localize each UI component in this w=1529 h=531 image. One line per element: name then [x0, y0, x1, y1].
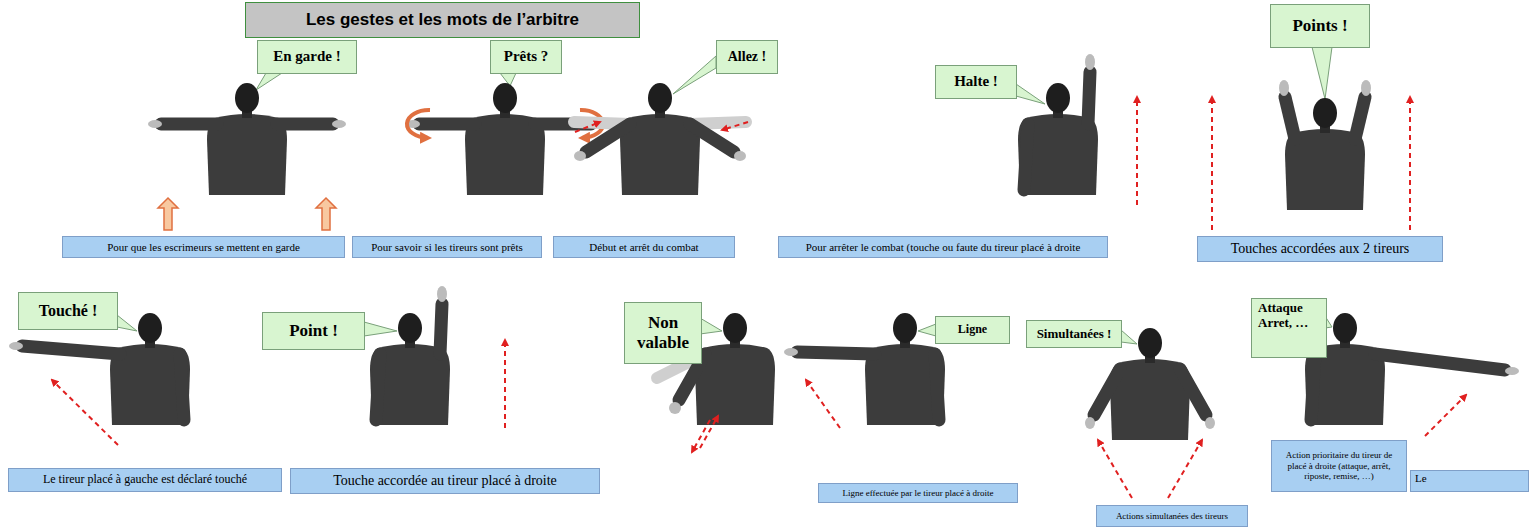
motion-arrow — [722, 122, 748, 130]
bubble-text: Attaque Arret, … — [1258, 301, 1320, 331]
caption-box: Touches accordées aux 2 tireurs — [1197, 236, 1443, 262]
caption-box: Pour arrêter le combat (touche ou faute … — [778, 236, 1108, 258]
caption-text: Action prioritaire du tireur de placé à … — [1276, 450, 1402, 481]
bubble-text: Touché ! — [39, 302, 98, 320]
caption-box: Touche accordée au tireur placé à droite — [290, 468, 600, 494]
motion-arrow — [575, 122, 600, 132]
caption-text: Le tireur placé à gauche est déclaré tou… — [43, 473, 247, 487]
speech-bubble: Touché ! — [18, 292, 118, 330]
speech-bubble: Non valable — [624, 302, 702, 364]
speech-bubble: En garde ! — [257, 40, 357, 74]
caption-text: Actions simultanées des tireurs — [1116, 511, 1228, 521]
up-arrow — [158, 198, 178, 230]
bubble-text: Non valable — [631, 313, 695, 352]
motion-arrow — [1409, 97, 1411, 230]
referee-figure — [148, 83, 346, 195]
caption-box: Pour savoir si les tireurs sont prêts — [352, 236, 542, 258]
motion-arrow — [700, 416, 718, 448]
speech-bubble: Point ! — [262, 312, 365, 350]
caption-box: Début et arrêt du combat — [553, 236, 735, 258]
caption-text: Ligne effectuée par le tireur placé à dr… — [843, 488, 994, 498]
referee-figure — [1279, 80, 1371, 210]
caption-box: Ligne effectuée par le tireur placé à dr… — [818, 483, 1018, 503]
up-arrow — [316, 198, 336, 230]
referee-figure — [784, 313, 945, 425]
referee-figure — [1018, 54, 1098, 195]
speech-bubble: Halte ! — [935, 65, 1017, 99]
rotate-arrow — [407, 110, 430, 138]
speech-bubble: Prêts ? — [490, 40, 562, 74]
title-text: Les gestes et les mots de l’arbitre — [306, 10, 579, 30]
motion-arrow — [1211, 97, 1213, 230]
bubble-text: Point ! — [289, 321, 338, 341]
bubble-text: En garde ! — [273, 48, 341, 65]
caption-text: Pour arrêter le combat (touche ou faute … — [806, 241, 1081, 254]
caption-box: Le tireur placé à gauche est déclaré tou… — [8, 468, 282, 492]
motion-arrow — [806, 380, 840, 428]
caption-text: Le — [1415, 472, 1427, 485]
bubble-text: Ligne — [958, 323, 987, 337]
motion-arrow — [1168, 440, 1202, 498]
motion-arrow — [504, 340, 506, 428]
referee-figure — [1305, 313, 1519, 425]
referee-figure — [370, 286, 450, 425]
bubble-tails — [117, 47, 1332, 344]
bubble-text: Allez ! — [728, 49, 766, 65]
caption-text: Touche accordée au tireur placé à droite — [333, 473, 557, 489]
caption-text: Pour que les escrimeurs se mettent en ga… — [107, 241, 300, 254]
referee-figure — [406, 83, 604, 195]
motion-arrow — [1098, 440, 1132, 498]
bubble-text: Halte ! — [954, 73, 998, 90]
motion-arrow — [1136, 97, 1138, 205]
motion-arrow — [1425, 395, 1466, 436]
speech-bubble: Simultanées ! — [1026, 320, 1122, 348]
bubble-text: Prêts ? — [504, 48, 549, 65]
caption-text: Touches accordées aux 2 tireurs — [1231, 241, 1410, 257]
speech-bubble: Allez ! — [716, 40, 778, 74]
bubble-text: Points ! — [1292, 16, 1347, 36]
title-box: Les gestes et les mots de l’arbitre — [245, 2, 640, 38]
caption-box: Actions simultanées des tireurs — [1096, 505, 1248, 527]
speech-bubble: Ligne — [935, 316, 1010, 344]
bubble-text: Simultanées ! — [1037, 327, 1112, 342]
caption-text: Pour savoir si les tireurs sont prêts — [371, 241, 523, 254]
speech-bubble: Attaque Arret, … — [1251, 298, 1327, 358]
caption-box: Pour que les escrimeurs se mettent en ga… — [62, 236, 345, 258]
motion-arrow — [52, 380, 118, 445]
speech-bubble: Points ! — [1270, 4, 1370, 48]
caption-box: Le — [1410, 470, 1529, 492]
referee-figure — [574, 83, 746, 195]
caption-text: Début et arrêt du combat — [589, 241, 698, 254]
caption-box: Action prioritaire du tireur de placé à … — [1271, 440, 1407, 492]
